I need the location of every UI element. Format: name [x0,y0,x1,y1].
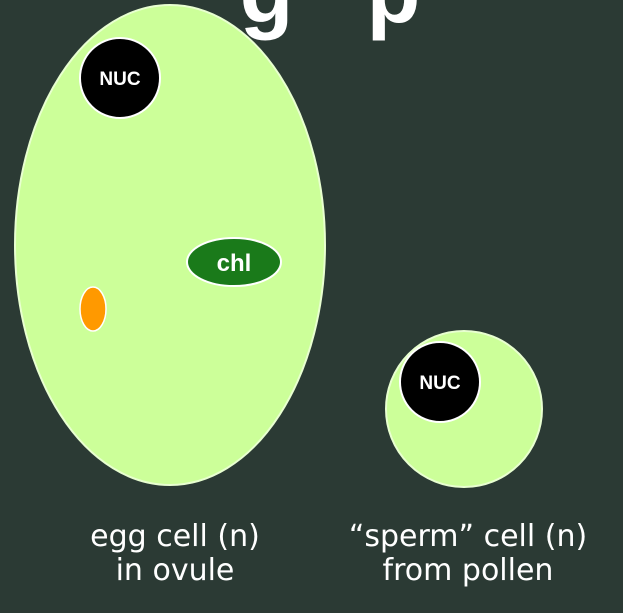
chloroplast-label: chl [217,250,252,277]
sperm-caption-line2: from pollen [315,554,621,588]
egg-nucleus-label: NUC [99,69,140,90]
sperm-nucleus-label: NUC [419,373,460,394]
egg-cell-caption: egg cell (n) in ovule [45,520,305,588]
orange-organelle [80,287,106,331]
egg-caption-line2: in ovule [45,554,305,588]
sperm-caption-line1: “sperm” cell (n) [315,520,621,554]
egg-cell [15,5,325,485]
sperm-cell-caption: “sperm” cell (n) from pollen [315,520,621,588]
title-fragment: g p [240,0,421,41]
egg-caption-line1: egg cell (n) [45,520,305,554]
